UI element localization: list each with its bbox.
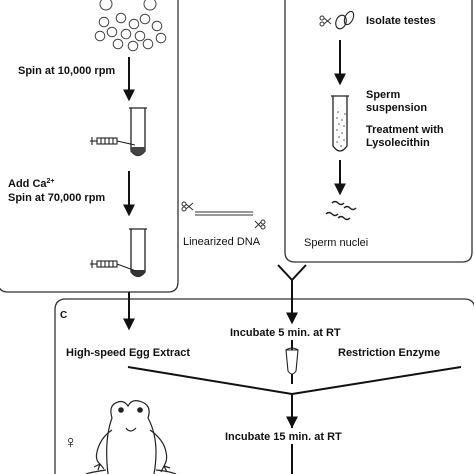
step-add-calcium: Add Ca2+ xyxy=(8,178,54,192)
linearized-dna-graphic xyxy=(195,211,253,216)
syringe-icon xyxy=(90,260,137,272)
incubate-5-label: Incubate 5 min. at RT xyxy=(230,327,341,339)
incubate-15-label: Incubate 15 min. at RT xyxy=(225,431,342,443)
scissors-icon xyxy=(254,219,266,230)
sperm-nuclei-icon xyxy=(325,200,357,221)
sperm-suspension-label-1: Sperm xyxy=(366,89,401,101)
egg-extract-label: High-speed Egg Extract xyxy=(66,347,191,359)
treatment-label-2: Lysolecithin xyxy=(366,137,430,149)
restriction-enzyme-label: Restriction Enzyme xyxy=(338,347,441,359)
microtube-icon xyxy=(285,347,299,375)
sperm-nuclei-label: Sperm nuclei xyxy=(304,237,369,249)
syringe-icon xyxy=(90,137,136,146)
scissors-icon xyxy=(181,201,194,212)
add-calcium-text: Add Ca xyxy=(8,178,47,190)
panel-a-border xyxy=(0,0,179,293)
panel-c-letter: C xyxy=(60,310,68,321)
centrifuge-tube-2 xyxy=(129,228,147,278)
treatment-label-1: Treatment with xyxy=(366,124,444,136)
female-symbol: ♀ xyxy=(64,432,78,452)
centrifuge-tube-1 xyxy=(129,107,147,157)
frog-illustration xyxy=(85,400,177,474)
scissors-icon xyxy=(319,15,332,27)
calcium-charge: 2+ xyxy=(46,178,55,185)
panel-b-border xyxy=(284,0,473,263)
sperm-tube xyxy=(331,95,349,152)
sperm-suspension-label-2: suspension xyxy=(366,102,428,114)
linearized-dna-label: Linearized DNA xyxy=(183,236,261,248)
merge-lines xyxy=(127,366,462,428)
egg-cluster xyxy=(94,0,167,52)
step-spin-high: Spin at 70,000 rpm xyxy=(8,192,106,204)
panel-c-border xyxy=(54,298,474,474)
isolate-testes-label: Isolate testes xyxy=(366,15,436,27)
step-spin-low: Spin at 10,000 rpm xyxy=(18,65,116,77)
testes-icon xyxy=(335,10,355,30)
